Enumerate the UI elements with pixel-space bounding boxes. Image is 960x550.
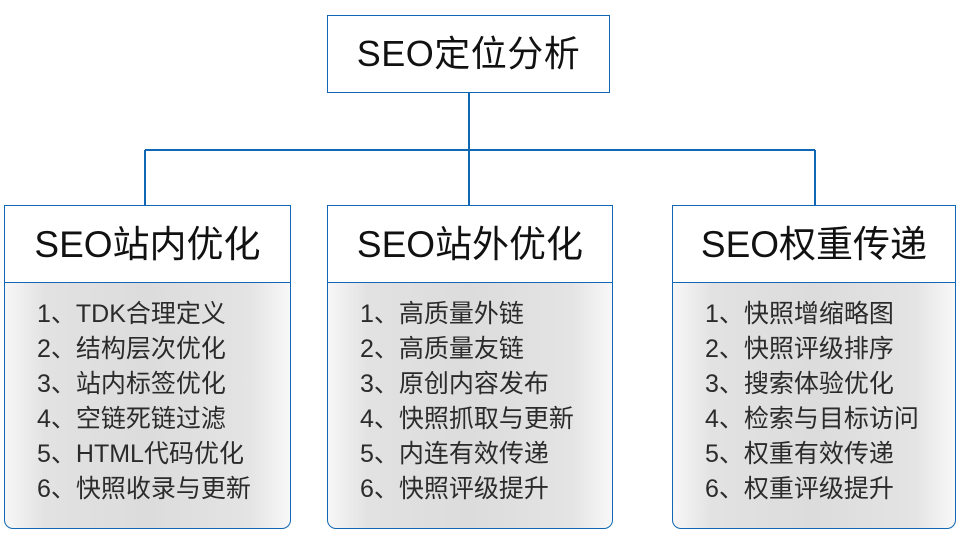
root-node-label: SEO定位分析 xyxy=(356,33,581,74)
list-item: 1、高质量外链 xyxy=(360,300,524,328)
list-item: 6、权重评级提升 xyxy=(705,475,894,503)
list-item: 5、内连有效传递 xyxy=(360,440,549,468)
branch-header-2[interactable]: SEO权重传递 xyxy=(672,205,956,283)
list-item: 2、高质量友链 xyxy=(360,335,524,363)
branch-column-1: SEO站外优化 1、高质量外链 2、高质量友链 3、原创内容发布 4、快照抓取与… xyxy=(327,205,613,529)
branch-header-label-1: SEO站外优化 xyxy=(356,223,584,265)
branch-header-label-2: SEO权重传递 xyxy=(700,223,928,265)
branch-body-0: 1、TDK合理定义 2、结构层次优化 3、站内标签优化 4、空链死链过滤 5、H… xyxy=(4,283,291,529)
list-item: 4、空链死链过滤 xyxy=(37,405,226,433)
branch-header-label-0: SEO站内优化 xyxy=(34,223,261,265)
list-item: 6、快照评级提升 xyxy=(360,475,549,503)
list-item: 1、快照增缩略图 xyxy=(705,300,894,328)
branch-item-list-2: 1、快照增缩略图 2、快照评级排序 3、搜索体验优化 4、检索与目标访问 5、权… xyxy=(673,297,955,507)
branch-column-2: SEO权重传递 1、快照增缩略图 2、快照评级排序 3、搜索体验优化 4、检索与… xyxy=(672,205,956,529)
branch-column-0: SEO站内优化 1、TDK合理定义 2、结构层次优化 3、站内标签优化 4、空链… xyxy=(4,205,291,529)
root-node[interactable]: SEO定位分析 xyxy=(327,15,610,93)
list-item: 3、站内标签优化 xyxy=(37,370,226,398)
branch-item-list-0: 1、TDK合理定义 2、结构层次优化 3、站内标签优化 4、空链死链过滤 5、H… xyxy=(5,297,290,507)
list-item: 5、HTML代码优化 xyxy=(37,440,244,468)
branch-body-2: 1、快照增缩略图 2、快照评级排序 3、搜索体验优化 4、检索与目标访问 5、权… xyxy=(672,283,956,529)
list-item: 1、TDK合理定义 xyxy=(37,300,226,328)
list-item: 2、快照评级排序 xyxy=(705,335,894,363)
branch-body-1: 1、高质量外链 2、高质量友链 3、原创内容发布 4、快照抓取与更新 5、内连有… xyxy=(327,283,613,529)
branch-header-0[interactable]: SEO站内优化 xyxy=(4,205,291,283)
list-item: 3、原创内容发布 xyxy=(360,370,549,398)
list-item: 6、快照收录与更新 xyxy=(37,475,251,503)
branch-header-1[interactable]: SEO站外优化 xyxy=(327,205,613,283)
list-item: 4、检索与目标访问 xyxy=(705,405,919,433)
list-item: 5、权重有效传递 xyxy=(705,440,894,468)
branch-item-list-1: 1、高质量外链 2、高质量友链 3、原创内容发布 4、快照抓取与更新 5、内连有… xyxy=(328,297,612,507)
list-item: 2、结构层次优化 xyxy=(37,335,226,363)
list-item: 3、搜索体验优化 xyxy=(705,370,894,398)
list-item: 4、快照抓取与更新 xyxy=(360,405,574,433)
